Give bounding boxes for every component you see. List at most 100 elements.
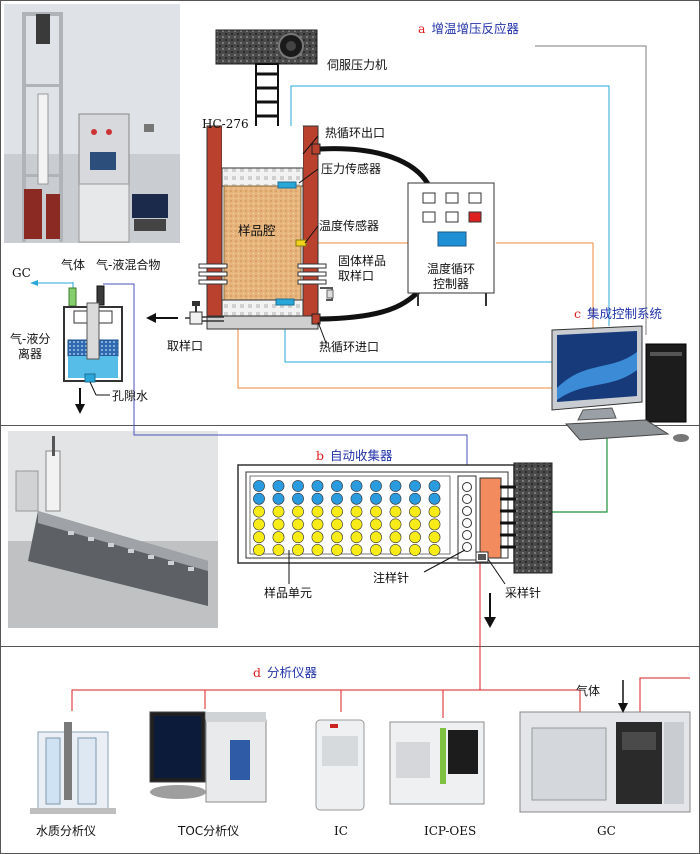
inlet-port — [311, 313, 321, 325]
sample-vial — [350, 505, 363, 518]
injection-needle-label: 注样针 — [373, 571, 410, 585]
reactor-model-label: HC-276 — [202, 117, 249, 131]
mixture-label: 气-液混合物 — [96, 258, 161, 272]
ic-label: IC — [334, 824, 348, 838]
pressure-sensor — [277, 181, 297, 189]
sample-vial — [350, 492, 363, 505]
sample-vial — [311, 544, 324, 556]
sample-vial — [292, 492, 304, 505]
sample-vial — [253, 480, 265, 492]
sample-vial — [428, 480, 441, 492]
gc-img — [519, 711, 691, 813]
section-divider-bd — [0, 646, 700, 647]
sample-vial — [253, 505, 265, 518]
sample-vial — [409, 505, 421, 518]
sample-vial — [331, 544, 343, 556]
pore-water-label: 孔隙水 — [112, 389, 149, 403]
sample-vial — [370, 531, 382, 544]
sample-vial — [292, 480, 304, 492]
outlet-label: 热循环出口 — [325, 126, 386, 140]
line-orange-controller — [496, 242, 594, 330]
collector-photo — [8, 431, 218, 628]
sample-vial — [292, 505, 304, 518]
sample-vial — [272, 480, 285, 492]
sample-vial — [350, 531, 363, 544]
sample-vial — [428, 505, 441, 518]
water-quality-analyzer-img — [30, 722, 116, 814]
sample-vial — [292, 518, 304, 531]
controller-label-1: 温度循环 — [427, 262, 476, 276]
sample-vial — [428, 518, 441, 531]
separator-label-1: 气-液分 — [10, 332, 51, 346]
line-gray-top — [535, 45, 647, 335]
line-red-gc — [639, 677, 690, 716]
sample-vial — [272, 518, 285, 531]
sample-vial — [331, 492, 343, 505]
sample-vial — [389, 531, 402, 544]
inlet-label: 热循环进口 — [319, 340, 380, 354]
icp-oes-label: ICP-OES — [424, 824, 477, 838]
control-computer — [551, 325, 689, 442]
sample-vial — [253, 531, 265, 544]
sample-vial — [428, 531, 441, 544]
toc-analyzer-label: TOC分析仪 — [178, 824, 240, 838]
sample-vial — [389, 518, 402, 531]
separator-drain — [84, 373, 96, 383]
sample-vial — [311, 492, 324, 505]
servo-press-label: 伺服压力机 — [327, 58, 388, 72]
sample-unit-label: 样品单元 — [264, 586, 313, 600]
sample-vial — [253, 544, 265, 556]
injection-needles — [462, 482, 472, 552]
sample-vial — [331, 531, 343, 544]
gc-outlet-label: GC — [12, 266, 31, 280]
controller-display — [437, 231, 467, 247]
sample-vial — [409, 492, 421, 505]
sample-vial — [370, 544, 382, 556]
sample-vial — [311, 518, 324, 531]
sampling-valve — [189, 311, 203, 325]
sample-vial — [272, 544, 285, 556]
water-quality-analyzer-label: 水质分析仪 — [36, 824, 97, 838]
separator-label-2: 离器 — [18, 347, 43, 361]
sampling-port-label: 取样口 — [167, 339, 204, 353]
sample-chamber-label: 样品腔 — [238, 223, 276, 238]
sample-vial — [409, 544, 421, 556]
reactor-wall-right — [302, 125, 319, 330]
gas-label: 气体 — [61, 258, 86, 272]
sample-vial — [389, 492, 402, 505]
sample-vial — [253, 492, 265, 505]
sample-vial — [311, 505, 324, 518]
line-green-collector — [552, 436, 608, 513]
sample-vial — [292, 531, 304, 544]
sample-vial — [370, 505, 382, 518]
sample-vial — [428, 544, 441, 556]
sample-vial — [292, 544, 304, 556]
sample-vial — [409, 518, 421, 531]
bottom-sensor — [275, 298, 295, 306]
sample-vial — [253, 518, 265, 531]
sample-vial — [428, 492, 441, 505]
sampling-block — [479, 477, 502, 559]
sample-vial — [409, 480, 421, 492]
sample-vial — [389, 505, 402, 518]
sample-vial — [350, 480, 363, 492]
sample-vial — [389, 480, 402, 492]
sample-vial — [331, 480, 343, 492]
toc-analyzer-img — [149, 711, 267, 803]
sample-vial — [370, 518, 382, 531]
sample-vial — [409, 531, 421, 544]
sample-vial — [389, 544, 402, 556]
gc-label: GC — [597, 824, 616, 838]
pressure-sensor-label: 压力传感器 — [321, 162, 382, 176]
outlet-port — [311, 143, 321, 155]
icp-oes-img — [389, 721, 485, 805]
controller-label-2: 控制器 — [433, 277, 470, 291]
temperature-sensor-label: 温度传感器 — [319, 219, 380, 233]
sample-vial — [350, 544, 363, 556]
line-orange-bottom — [237, 320, 555, 389]
sample-chamber — [223, 185, 302, 301]
